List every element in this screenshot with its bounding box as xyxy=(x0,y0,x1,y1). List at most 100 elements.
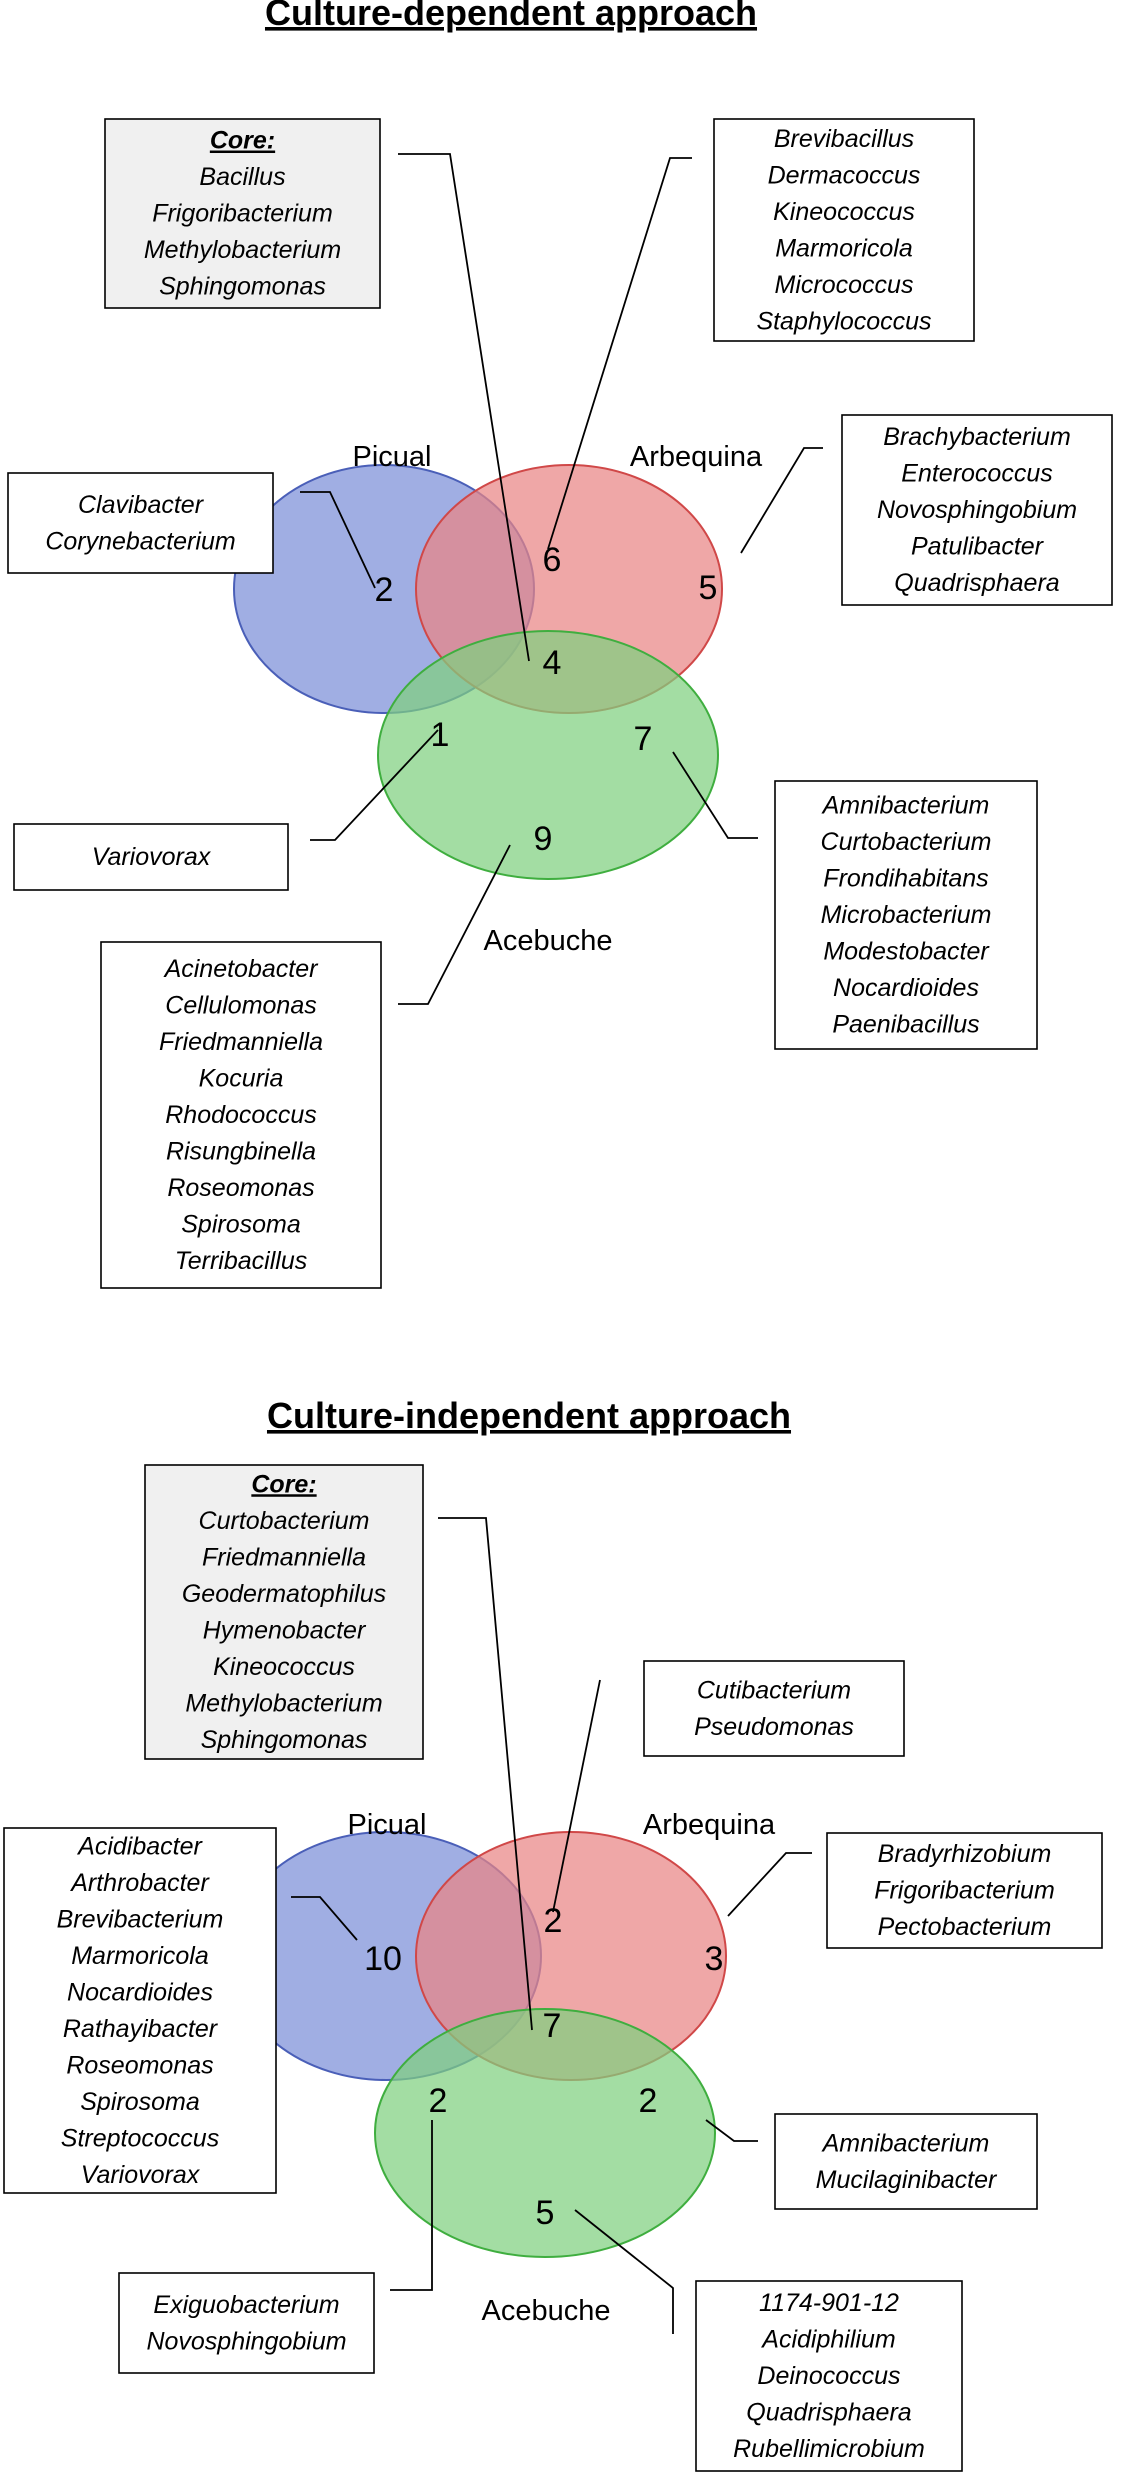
count-arbequina-only: 3 xyxy=(705,1940,724,1978)
genus-name: Microbacterium xyxy=(821,901,992,929)
genera-box-acebuche-only: AcinetobacterCellulomonasFriedmanniellaK… xyxy=(100,941,382,1289)
panel-title: Culture-independent approach xyxy=(267,1395,791,1436)
genus-name: Marmoricola xyxy=(71,1942,209,1970)
genus-name: Curtobacterium xyxy=(199,1507,370,1535)
genera-box-frame xyxy=(774,2113,1038,2210)
genus-name: Variovorax xyxy=(92,843,212,871)
leader-line-picual-arbequina xyxy=(552,1679,601,1913)
genus-name: Arthrobacter xyxy=(69,1869,210,1897)
genera-box-frame xyxy=(7,472,274,574)
count-picual-acebuche: 1 xyxy=(431,716,450,754)
genus-name: Nocardioides xyxy=(833,974,979,1002)
genus-name: Marmoricola xyxy=(775,234,913,262)
genus-name: Novosphingobium xyxy=(146,2327,346,2355)
genus-name: Staphylococcus xyxy=(756,307,931,335)
count-picual-only: 10 xyxy=(364,1940,402,1978)
genera-box-frame xyxy=(100,941,382,1289)
count-picual-acebuche: 2 xyxy=(429,2082,448,2120)
count-acebuche-only: 5 xyxy=(536,2194,555,2232)
leader-line-arbequina-acebuche xyxy=(672,751,758,839)
count-acebuche-only: 9 xyxy=(534,820,553,858)
leader-line-acebuche-only xyxy=(398,844,511,1005)
genus-name: Kocuria xyxy=(199,1065,284,1093)
genus-name: Brevibacillus xyxy=(774,125,914,153)
genera-box-frame xyxy=(118,2272,375,2374)
panel-title: Culture-dependent approach xyxy=(265,0,757,33)
genera-box-core: Core:BacillusFrigoribacteriumMethylobact… xyxy=(104,118,381,309)
genus-name: Patulibacter xyxy=(911,533,1045,561)
count-picual-only: 2 xyxy=(375,571,394,609)
genus-name: Corynebacterium xyxy=(45,527,235,555)
genus-name: Modestobacter xyxy=(823,938,990,966)
venn-circles xyxy=(230,1831,727,2258)
count-picual-arbequina: 2 xyxy=(544,1902,563,1940)
set-label-picual: Picual xyxy=(348,1809,427,1841)
genera-box-arbequina-only: BrachybacteriumEnterococcusNovosphingobi… xyxy=(841,414,1113,606)
genus-name: Quadrisphaera xyxy=(746,2399,911,2427)
genus-name: Deinococcus xyxy=(757,2362,900,2390)
genera-box-frame xyxy=(3,1827,277,2194)
genus-name: Amnibacterium xyxy=(821,2129,990,2157)
set-label-acebuche: Acebuche xyxy=(484,925,613,957)
genus-name: Acinetobacter xyxy=(163,955,320,983)
genus-name: Novosphingobium xyxy=(877,496,1077,524)
genus-name: Spirosoma xyxy=(181,1211,301,1239)
genus-name: Pectobacterium xyxy=(878,1913,1052,1941)
set-label-arbequina: Arbequina xyxy=(630,441,763,473)
count-arbequina-only: 5 xyxy=(699,569,718,607)
genus-name: Frigoribacterium xyxy=(874,1877,1055,1905)
genera-box-frame xyxy=(774,780,1038,1050)
genera-box-acebuche-only: 1174-901-12AcidiphiliumDeinococcusQuadri… xyxy=(695,2280,963,2472)
genus-name: Cutibacterium xyxy=(697,1676,851,1704)
genera-box-arbequina-acebuche: AmnibacteriumCurtobacteriumFrondihabitan… xyxy=(774,780,1038,1050)
genus-name: Amnibacterium xyxy=(821,792,990,820)
genera-box-frame xyxy=(643,1660,905,1757)
genera-box-frame xyxy=(841,414,1113,606)
genus-name: Risungbinella xyxy=(166,1138,316,1166)
venn-circle-acebuche xyxy=(374,2008,716,2258)
genus-name: Cellulomonas xyxy=(165,992,316,1020)
genera-box-frame xyxy=(104,118,381,309)
genus-name: Frigoribacterium xyxy=(152,200,333,228)
genus-name: Brachybacterium xyxy=(883,423,1071,451)
genus-name: Streptococcus xyxy=(61,2124,219,2152)
core-heading: Core: xyxy=(251,1470,316,1498)
core-heading: Core: xyxy=(210,127,275,155)
venn-circles xyxy=(233,464,723,880)
genus-name: Roseomonas xyxy=(66,2051,213,2079)
genus-name: Acidiphilium xyxy=(760,2326,895,2354)
genus-name: Dermacoccus xyxy=(768,161,921,189)
leader-line-acebuche-only xyxy=(574,2209,674,2334)
genus-name: Sphingomonas xyxy=(201,1726,368,1754)
leader-line-arbequina-only xyxy=(727,1852,812,1917)
leader-line-picual-only xyxy=(300,491,376,589)
genera-box-frame xyxy=(713,118,975,342)
genus-name: Hymenobacter xyxy=(203,1616,367,1644)
set-label-picual: Picual xyxy=(353,441,432,473)
leader-line-arbequina-acebuche xyxy=(705,2119,758,2142)
leader-line-core xyxy=(398,153,530,662)
count-picual-arbequina: 6 xyxy=(543,541,562,579)
genus-name: Curtobacterium xyxy=(821,828,992,856)
genera-box-picual-only: AcidibacterArthrobacterBrevibacteriumMar… xyxy=(3,1827,277,2194)
genus-name: Clavibacter xyxy=(78,491,205,519)
genus-name: Acidibacter xyxy=(76,1832,203,1860)
genera-box-arbequina-only: BradyrhizobiumFrigoribacteriumPectobacte… xyxy=(826,1832,1103,1949)
leader-line-picual-acebuche xyxy=(390,2120,433,2291)
genus-name: Paenibacillus xyxy=(832,1011,979,1039)
count-arbequina-acebuche: 7 xyxy=(634,720,653,758)
genera-box-frame xyxy=(13,823,289,891)
genus-name: Exiguobacterium xyxy=(153,2291,339,2319)
genera-box-picual-arbequina: BrevibacillusDermacoccusKineococcusMarmo… xyxy=(713,118,975,342)
genus-name: Nocardioides xyxy=(67,1978,213,2006)
genus-name: Geodermatophilus xyxy=(182,1580,386,1608)
genera-box-frame xyxy=(695,2280,963,2472)
set-label-acebuche: Acebuche xyxy=(482,2295,611,2327)
genus-name: Brevibacterium xyxy=(57,1905,224,1933)
leader-line-picual-arbequina xyxy=(547,157,692,550)
genera-box-frame xyxy=(144,1464,424,1760)
